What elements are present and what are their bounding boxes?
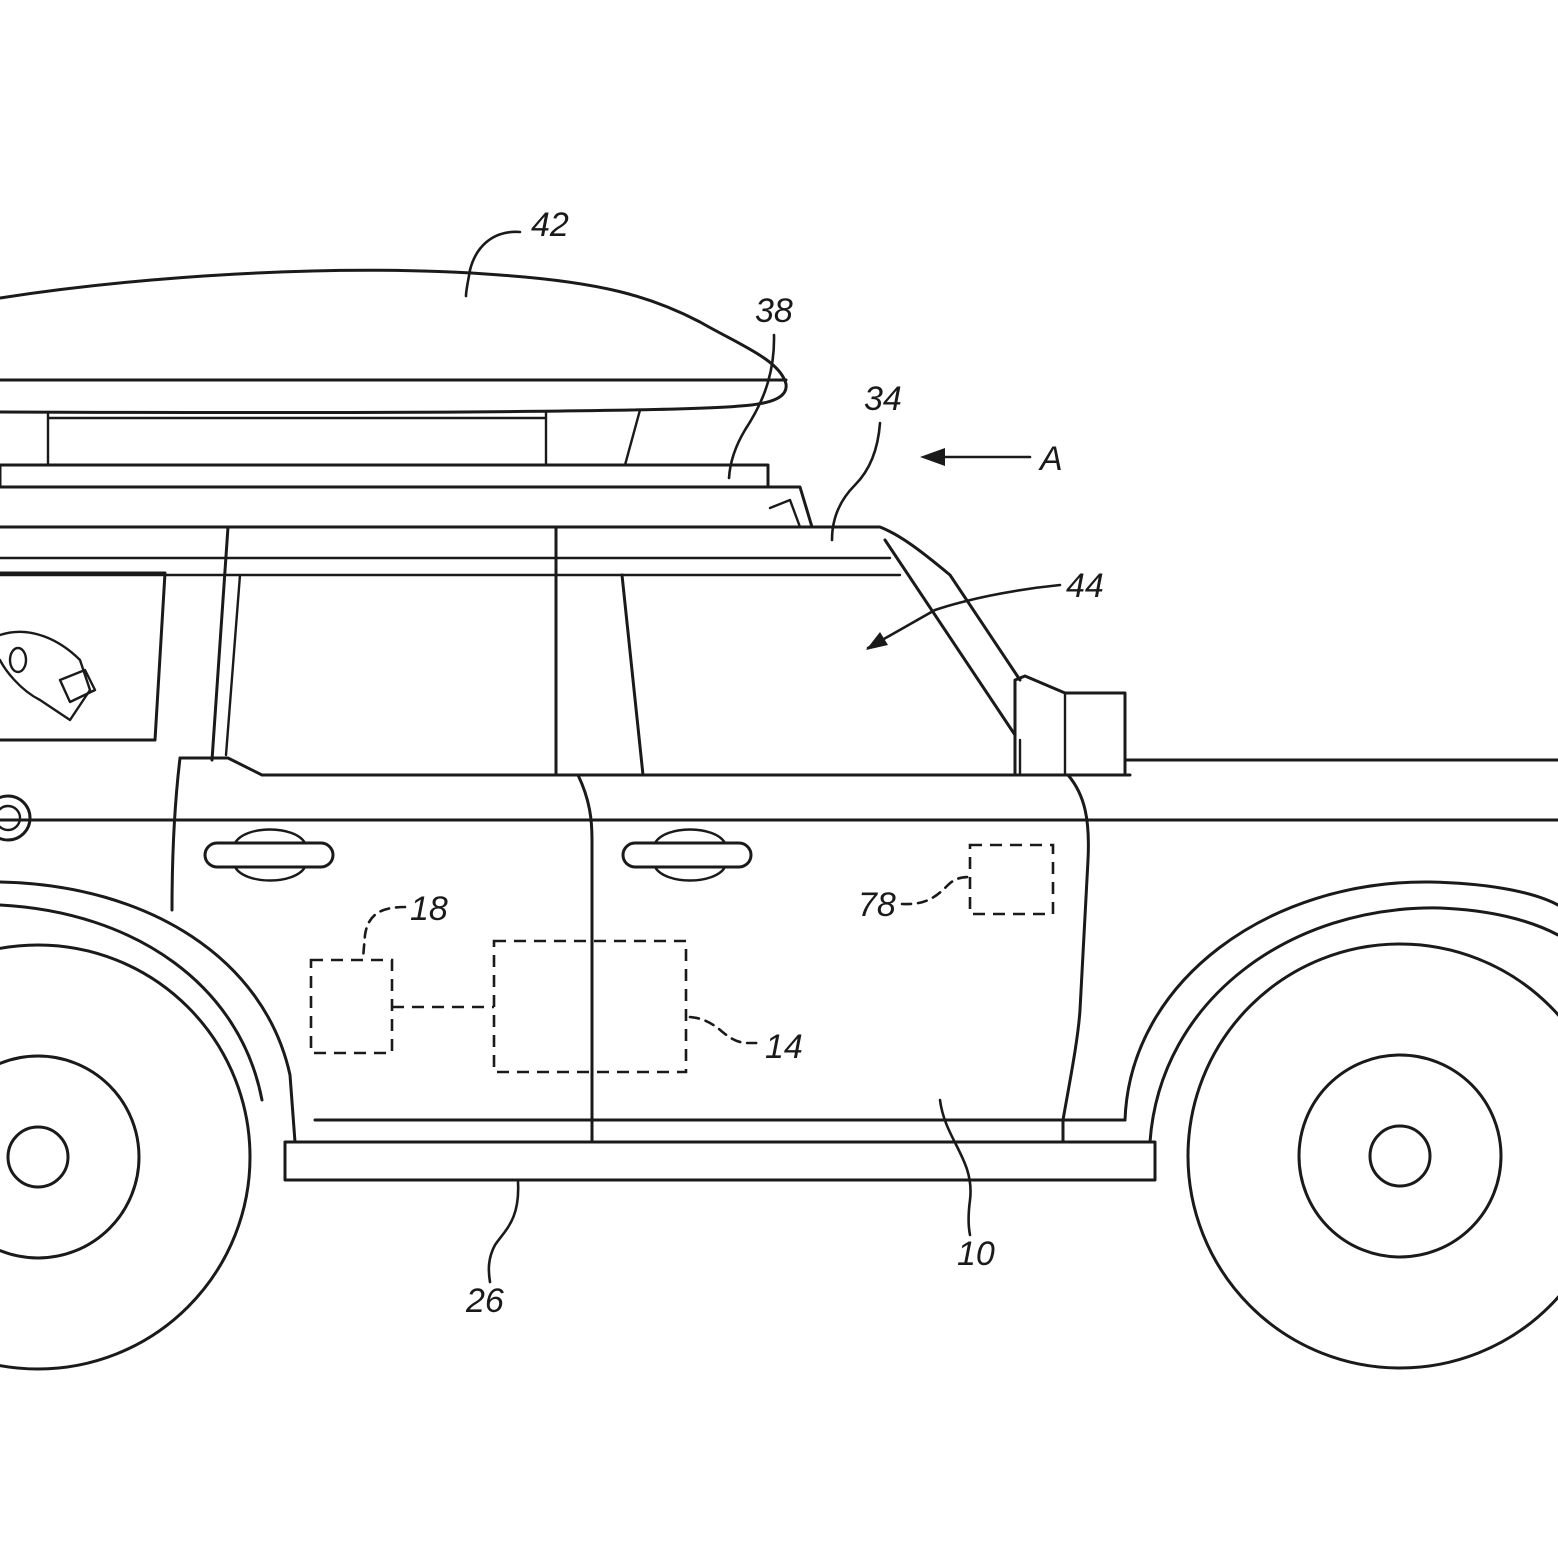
sensor-box-18 (309, 958, 394, 1055)
front-wheel (1123, 880, 1558, 1370)
cargo-carrier-42 (0, 268, 788, 467)
ref-label-18: 18 (410, 890, 448, 928)
rear-wheel (0, 880, 297, 1371)
controller-box-14 (492, 939, 688, 1074)
ref-label-78: 78 (858, 886, 896, 924)
ref-label-34: 34 (864, 380, 902, 418)
roof-34 (0, 525, 1022, 737)
arrowhead-view-a (920, 448, 945, 466)
occupant-sketch (0, 630, 97, 722)
ref-label-a: A (1038, 440, 1063, 478)
side-mirror (1013, 674, 1127, 777)
ref-label-44: 44 (1066, 567, 1104, 605)
door-handles (203, 828, 753, 882)
fuel-door-emblem (0, 794, 32, 842)
side-windows (0, 525, 1132, 777)
leader-lines (361, 230, 1062, 1284)
ref-label-14: 14 (765, 1028, 803, 1066)
roof-rack-38 (0, 463, 814, 529)
ref-label-26: 26 (465, 1282, 504, 1320)
arrowhead-airflow-44 (866, 632, 888, 650)
ref-label-10: 10 (957, 1235, 995, 1273)
hood (0, 758, 1558, 822)
ref-label-38: 38 (755, 292, 793, 330)
ref-label-42: 42 (531, 206, 569, 244)
running-board-26 (283, 1118, 1157, 1182)
doors (170, 756, 1090, 1144)
panel-box-78 (968, 843, 1055, 916)
